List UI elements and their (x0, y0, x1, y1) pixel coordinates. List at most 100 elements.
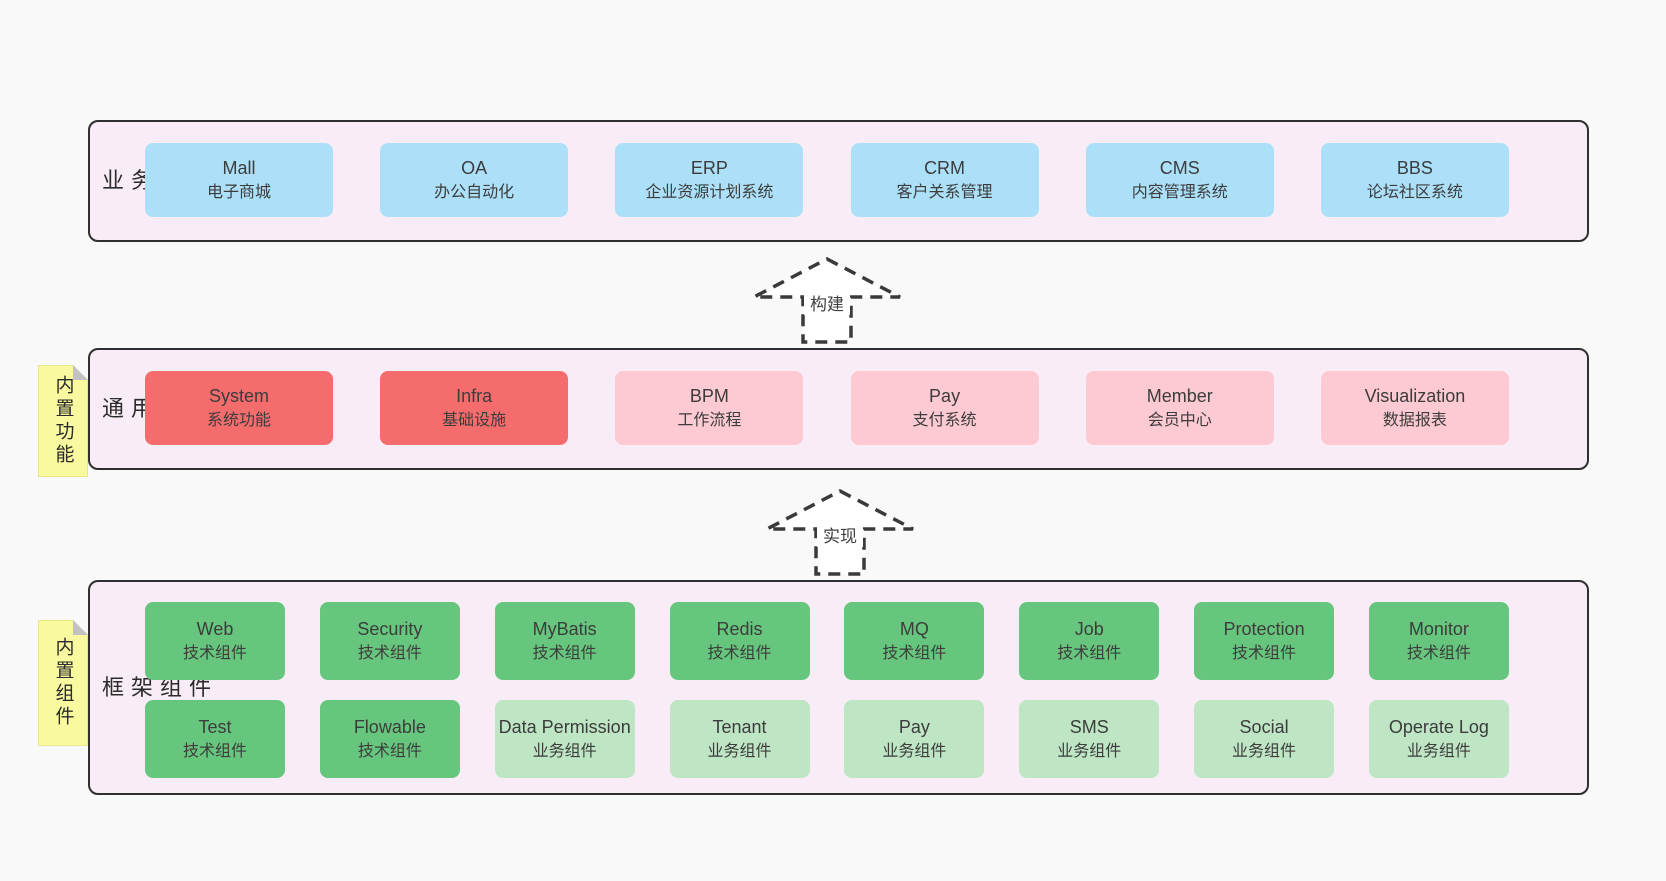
components-box-row-2: Test 技术组件 Flowable 技术组件 Data Permission … (145, 700, 1509, 778)
box-redis: Redis 技术组件 (669, 602, 810, 680)
box-subtitle: 技术组件 (182, 644, 247, 662)
box-title: BBS (1396, 157, 1433, 178)
box-mq: MQ 技术组件 (844, 602, 985, 680)
panel-framework-components: 框架组件 Web 技术组件 Security 技术组件 MyBatis 技术组件… (88, 580, 1589, 795)
box-subtitle: 工作流程 (677, 411, 742, 429)
box-title: OA (461, 157, 488, 178)
box-subtitle: 技术组件 (882, 644, 947, 662)
arrow-label: 实现 (823, 527, 857, 546)
sticky-note-builtin-features: 内置功能 (38, 365, 88, 477)
box-title: Flowable (353, 716, 426, 737)
box-data-permission: Data Permission 业务组件 (494, 700, 635, 778)
box-subtitle: 技术组件 (1057, 644, 1122, 662)
implement-arrow-icon: 实现 (760, 486, 920, 578)
box-title: System (208, 385, 269, 406)
sticky-label: 内置组件 (52, 637, 74, 729)
box-title: Test (198, 716, 232, 737)
box-title: SMS (1069, 716, 1109, 737)
box-subtitle: 系统功能 (206, 411, 271, 429)
panel-common-modules: 通用模块 System 系统功能 Infra 基础设施 BPM 工作流程 Pay… (88, 348, 1589, 470)
box-subtitle: 技术组件 (357, 742, 422, 760)
box-title: Web (196, 618, 234, 639)
panel-business-systems: 业务系统 Mall 电子商城 OA 办公自动化 ERP 企业资源计划系统 CRM… (88, 120, 1589, 242)
box-title: Mall (222, 157, 256, 178)
box-subtitle: 业务组件 (532, 742, 597, 760)
box-title: BPM (689, 385, 729, 406)
box-sms: SMS 业务组件 (1019, 700, 1160, 778)
box-subtitle: 技术组件 (707, 644, 772, 662)
box-protection: Protection 技术组件 (1194, 602, 1335, 680)
box-title: Member (1146, 385, 1213, 406)
components-box-row-1: Web 技术组件 Security 技术组件 MyBatis 技术组件 Redi… (145, 602, 1509, 680)
box-erp: ERP 企业资源计划系统 (615, 143, 804, 217)
modules-box-row: System 系统功能 Infra 基础设施 BPM 工作流程 Pay 支付系统… (145, 371, 1509, 445)
box-flowable: Flowable 技术组件 (319, 700, 460, 778)
sticky-label: 内置功能 (52, 375, 74, 467)
box-subtitle: 企业资源计划系统 (645, 183, 774, 201)
box-subtitle: 技术组件 (1232, 644, 1297, 662)
box-infra: Infra 基础设施 (380, 371, 569, 445)
box-title: Security (357, 618, 423, 639)
box-member: Member 会员中心 (1085, 371, 1274, 445)
box-title: Monitor (1408, 618, 1469, 639)
box-title: Infra (456, 385, 493, 406)
box-visualization: Visualization 数据报表 (1320, 371, 1509, 445)
box-bpm: BPM 工作流程 (615, 371, 804, 445)
box-subtitle: 技术组件 (357, 644, 422, 662)
box-pay: Pay 支付系统 (850, 371, 1039, 445)
arrow-label: 构建 (810, 295, 844, 314)
box-subtitle: 业务组件 (707, 742, 772, 760)
box-title: Pay (898, 716, 930, 737)
box-title: Pay (929, 385, 961, 406)
box-subtitle: 支付系统 (912, 411, 977, 429)
box-subtitle: 技术组件 (182, 742, 247, 760)
box-mybatis: MyBatis 技术组件 (494, 602, 635, 680)
layer-label-components: 框架组件 (102, 674, 219, 700)
box-subtitle: 技术组件 (1406, 644, 1471, 662)
box-subtitle: 业务组件 (1232, 742, 1297, 760)
sticky-note-builtin-components: 内置组件 (38, 620, 88, 746)
box-title: Tenant (712, 716, 767, 737)
box-subtitle: 业务组件 (1057, 742, 1122, 760)
box-subtitle: 业务组件 (882, 742, 947, 760)
box-pay-component: Pay 业务组件 (844, 700, 985, 778)
box-security: Security 技术组件 (319, 602, 460, 680)
box-title: MQ (899, 618, 929, 639)
box-title: Job (1074, 618, 1104, 639)
box-title: Protection (1223, 618, 1305, 639)
business-box-row: Mall 电子商城 OA 办公自动化 ERP 企业资源计划系统 CRM 客户关系… (145, 143, 1509, 217)
box-title: Data Permission (498, 716, 631, 737)
box-job: Job 技术组件 (1019, 602, 1160, 680)
box-subtitle: 客户关系管理 (896, 183, 993, 201)
box-monitor: Monitor 技术组件 (1368, 602, 1509, 680)
box-title: Redis (716, 618, 763, 639)
box-title: MyBatis (532, 618, 597, 639)
box-social: Social 业务组件 (1194, 700, 1335, 778)
box-subtitle: 论坛社区系统 (1366, 183, 1463, 201)
box-mall: Mall 电子商城 (145, 143, 333, 217)
box-subtitle: 基础设施 (442, 411, 507, 429)
box-title: CMS (1159, 157, 1200, 178)
box-crm: CRM 客户关系管理 (850, 143, 1039, 217)
box-subtitle: 电子商城 (206, 183, 271, 201)
box-title: Visualization (1364, 385, 1466, 406)
box-tenant: Tenant 业务组件 (669, 700, 810, 778)
box-system: System 系统功能 (145, 371, 333, 445)
build-arrow-icon: 构建 (747, 254, 907, 346)
box-subtitle: 内容管理系统 (1131, 183, 1228, 201)
box-subtitle: 会员中心 (1147, 411, 1212, 429)
box-title: Social (1239, 716, 1289, 737)
box-title: Operate Log (1388, 716, 1489, 737)
box-title: CRM (924, 157, 966, 178)
box-bbs: BBS 论坛社区系统 (1320, 143, 1509, 217)
box-subtitle: 技术组件 (532, 644, 597, 662)
box-web: Web 技术组件 (145, 602, 285, 680)
box-subtitle: 办公自动化 (434, 183, 515, 201)
box-operate-log: Operate Log 业务组件 (1368, 700, 1509, 778)
box-title: ERP (690, 157, 728, 178)
box-test: Test 技术组件 (145, 700, 285, 778)
box-cms: CMS 内容管理系统 (1085, 143, 1274, 217)
box-oa: OA 办公自动化 (380, 143, 569, 217)
box-subtitle: 业务组件 (1406, 742, 1471, 760)
